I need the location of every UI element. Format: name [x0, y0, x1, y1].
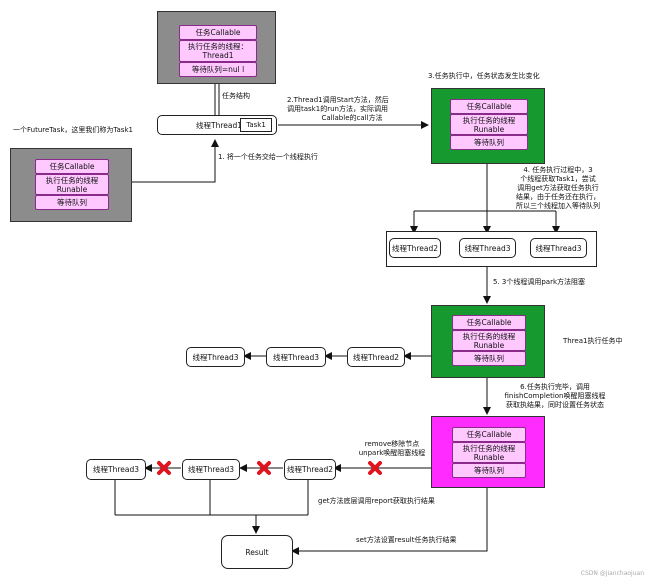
- queue-node-thread3-b: 线程Thread3: [186, 347, 245, 367]
- waiting-thread3: 线程Thread3: [459, 238, 516, 258]
- future-task-note: 一个FutureTask，这里我们称为Task1: [13, 126, 133, 134]
- queue-field: 等待队列: [452, 463, 526, 478]
- step4-note: 4. 任务执行过程中，3 个线程获取Task1，尝试 调用get方法获取任务执行…: [503, 166, 613, 211]
- set-result-arrow: [291, 486, 488, 555]
- thread-field-label: 执行任务的线程: [462, 331, 516, 341]
- step2-line2: 调用task1的run方法，实际调用: [287, 105, 388, 113]
- watermark: CSDN @jianchaojuan: [580, 570, 644, 577]
- step6-line2: finishCompletion唤醒阻塞线程: [504, 392, 606, 400]
- step5-note: 5. 3个线程调用park方法阻塞: [493, 278, 586, 286]
- callable-label: 任务Callable: [452, 427, 526, 442]
- step2-line1: 2.Thread1调用Start方法，然后: [287, 96, 389, 104]
- thread-field: 执行任务的线程 Runable: [452, 330, 526, 351]
- remove-note: remove移除节点 unpark唤醒阻塞线程: [352, 440, 432, 458]
- callable-label: 任务Callable: [450, 99, 528, 114]
- waiting-thread3-b: 线程Thread3: [530, 238, 587, 258]
- thread-field-value: Runable: [56, 184, 88, 194]
- callable-label: 任务Callable: [179, 25, 257, 40]
- step3-note: 3.任务执行中，任务状态发生比变化: [428, 72, 540, 80]
- queue-node-thread3: 线程Thread3: [266, 347, 326, 367]
- removed-x-icon: [257, 461, 271, 475]
- waiting-thread2: 线程Thread2: [389, 238, 441, 258]
- task1-tag: Task1: [240, 118, 272, 132]
- step2-note: 2.Thread1调用Start方法，然后 调用task1的run方法，实际调用…: [287, 96, 417, 123]
- thread-field-label: 执行任务的线程: [45, 175, 99, 185]
- result-node: Result: [221, 535, 293, 569]
- removed-x-icon: [368, 461, 382, 475]
- thread-field: 执行任务的线程 Runable: [450, 114, 528, 135]
- callable-label: 任务Callable: [35, 159, 109, 174]
- queue-field: 等待队列=nul l: [179, 62, 257, 77]
- thread-field-label: 执行任务的线程: [462, 443, 516, 453]
- step4-line5: 所以三个线程加入等待队列: [516, 202, 600, 210]
- woken-thread3: 线程Thread3: [182, 459, 240, 480]
- step4-line2: 个线程获取Task1，尝试: [520, 175, 596, 183]
- step6-note: 6.任务执行完毕，调用 finishCompletion唤醒阻塞线程 获取执结果…: [495, 383, 615, 410]
- woken-thread3-b: 线程Thread3: [86, 459, 146, 480]
- thread-field-label: 执行任务的线程: [462, 115, 516, 125]
- step4-line1: 4. 任务执行过程中，3: [523, 166, 593, 174]
- queue-field: 等待队列: [452, 351, 526, 366]
- step2-line3: Callable的call方法: [321, 114, 383, 122]
- remove-line1: remove移除节点: [364, 440, 420, 448]
- removed-x-icon: [157, 461, 171, 475]
- step1-arrow: [130, 139, 219, 183]
- thread-field: 执行任务的线程 Runable: [35, 174, 109, 195]
- get-report-note: get方法底层调用report获取执行结果: [318, 497, 435, 505]
- task-box-blocked: 任务Callable 执行任务的线程 Runable 等待队列: [431, 305, 545, 378]
- remove-line2: unpark唤醒阻塞线程: [358, 449, 426, 457]
- step4-line4: 结果，由于任务还在执行，: [516, 193, 600, 201]
- thread1-label: 线程Thread1: [196, 120, 242, 130]
- thread-field-value: Runable: [473, 124, 505, 134]
- task-box-finished: 任务Callable 执行任务的线程 Runable 等待队列: [431, 416, 545, 488]
- queue-field: 等待队列: [450, 135, 528, 150]
- thread-field-value: Thread1: [202, 51, 234, 60]
- thread-field: 执行任务的线程： Thread1: [179, 40, 257, 62]
- step6-line3: 获取执结果，同时设置任务状态: [506, 401, 604, 409]
- woken-thread2: 线程Thread2: [284, 459, 336, 480]
- step6-line1: 6.任务执行完毕，调用: [520, 383, 590, 391]
- task-structure-note: 任务结构: [222, 92, 250, 100]
- step4-line3: 调用get方法获取任务执行: [517, 184, 599, 192]
- callable-label: 任务Callable: [452, 315, 526, 330]
- thread1-running-note: Threa1执行任务中: [563, 337, 623, 345]
- queue-node-thread2: 线程Thread2: [347, 347, 405, 367]
- thread-field-value: Runable: [473, 340, 505, 350]
- task-box-left: 任务Callable 执行任务的线程 Runable 等待队列: [10, 148, 132, 222]
- step1-note: 1. 将一个任务交给一个线程执行: [218, 153, 318, 161]
- thread-field: 执行任务的线程 Runable: [452, 442, 526, 463]
- task-box-running: 任务Callable 执行任务的线程 Runable 等待队列: [431, 88, 545, 164]
- thread-field-value: Runable: [473, 452, 505, 462]
- thread-field-label: 执行任务的线程：: [188, 42, 248, 51]
- queue-field: 等待队列: [35, 195, 109, 210]
- set-result-note: set方法设置result任务执行结果: [356, 536, 457, 544]
- task-box-top: 任务Callable 执行任务的线程： Thread1 等待队列=nul l: [157, 11, 276, 84]
